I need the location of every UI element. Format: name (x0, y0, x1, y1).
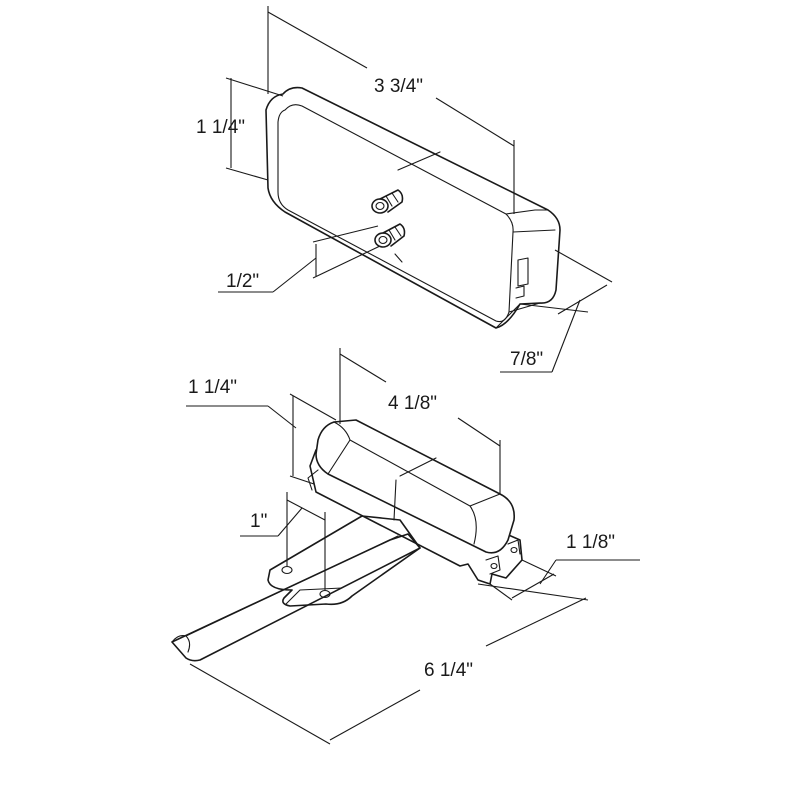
label-top-height: 1 1/4" (196, 117, 245, 138)
bottom-lamp-lens (315, 419, 516, 554)
label-bottom-length: 4 1/8" (388, 393, 437, 414)
bracket-hole-2 (319, 589, 331, 599)
bottom-dimension-lines (186, 348, 640, 745)
label-bottom-height: 1 1/4" (188, 377, 237, 398)
label-top-depth: 7/8" (510, 349, 543, 370)
top-lamp-housing (265, 86, 561, 329)
bracket-plate (267, 515, 421, 607)
top-lamp-view (265, 86, 561, 329)
label-bottom-depth: 1 1/8" (566, 532, 615, 553)
top-lamp-stud-upper (371, 189, 404, 214)
top-lamp-seam (394, 151, 441, 263)
label-top-length: 3 3/4" (374, 76, 423, 97)
bracket-hole-1 (281, 565, 293, 575)
top-dimension-lines (218, 6, 613, 373)
top-lamp-depth-edges (495, 209, 556, 329)
top-lamp-side-clip (515, 257, 529, 299)
top-lamp-inner-rim (277, 104, 514, 323)
label-hole-spacing: 1" (250, 511, 267, 532)
bottom-lamp-view (307, 419, 523, 585)
bracket-bar (171, 533, 421, 662)
label-bracket-length: 6 1/4" (424, 660, 473, 681)
label-top-stud-spacing: 1/2" (226, 271, 259, 292)
bottom-lamp-clips (307, 469, 521, 575)
top-lamp-stud-lower (374, 223, 406, 248)
bottom-lamp-lens-edge (327, 421, 501, 545)
bracket (171, 515, 421, 662)
